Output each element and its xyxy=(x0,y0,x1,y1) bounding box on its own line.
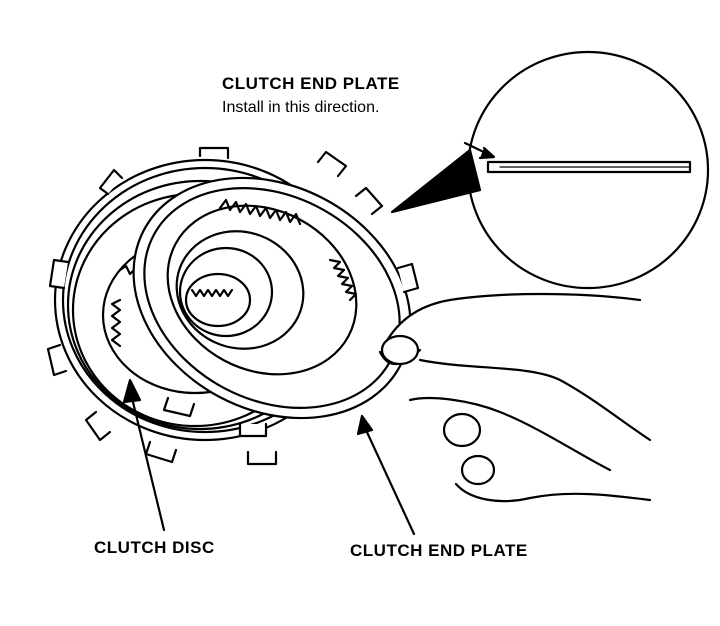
callout-title: CLUTCH END PLATE xyxy=(222,74,400,93)
magnified-detail xyxy=(390,50,710,290)
leader-arrows xyxy=(122,378,416,536)
clutch-end-plate-label: CLUTCH END PLATE xyxy=(350,541,528,560)
plate-tabs xyxy=(46,146,348,466)
hand xyxy=(378,292,652,503)
clutch-disc-label: CLUTCH DISC xyxy=(94,538,215,557)
callout-note: Install in this direction. xyxy=(222,99,380,116)
inner-hub xyxy=(166,198,358,376)
